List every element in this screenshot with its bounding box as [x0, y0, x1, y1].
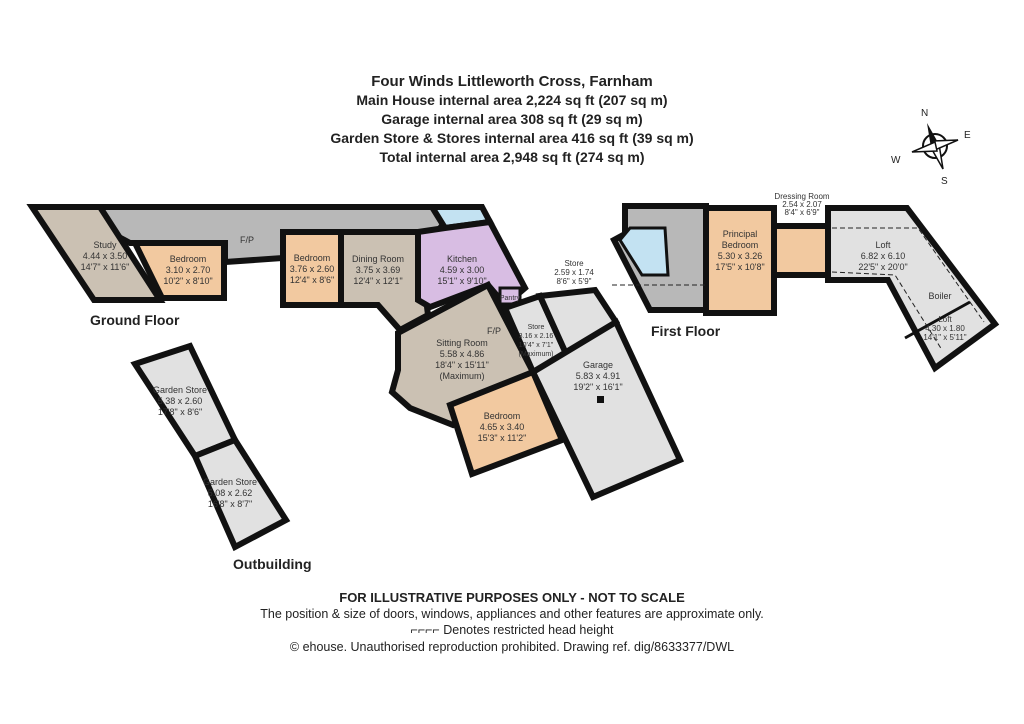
- dining-label: Dining Room: [352, 254, 404, 264]
- bedroom1-metric: 3.10 x 2.70: [166, 265, 211, 275]
- legend: ⌐⌐⌐⌐ Denotes restricted head height: [0, 623, 1024, 637]
- plan-title: Four Winds Littleworth Cross, Farnham: [371, 73, 653, 90]
- bedroom2-imperial: 12'4" x 8'6": [290, 275, 334, 285]
- garage-imperial: 19'2" x 16'1": [573, 382, 622, 392]
- principal-label-2: Bedroom: [722, 240, 759, 250]
- compass-icon: N E S W: [891, 108, 971, 187]
- store-small-note: (Maximum): [519, 351, 554, 358]
- study-label: Study: [93, 240, 117, 250]
- copyright: © ehouse. Unauthorised reproduction proh…: [289, 640, 735, 654]
- principal-imperial: 17'5" x 10'8": [715, 262, 764, 272]
- principal-metric: 5.30 x 3.26: [718, 251, 763, 261]
- garden-store1-metric: 5.38 x 2.60: [158, 396, 203, 406]
- legend-text: Denotes restricted head height: [443, 623, 614, 637]
- boiler-label: Boiler: [928, 291, 951, 301]
- bedroom3-label: Bedroom: [484, 411, 521, 421]
- kitchen-label: Kitchen: [447, 254, 477, 264]
- garage-area: Garage internal area 308 sq ft (29 sq m): [381, 111, 643, 127]
- disclaimer: FOR ILLUSTRATIVE PURPOSES ONLY - NOT TO …: [339, 590, 685, 605]
- garden-store2-imperial: 16'8" x 8'7": [208, 499, 252, 509]
- fireplace-label: F/P: [240, 235, 254, 245]
- loft1-imperial: 22'5" x 20'0": [858, 262, 907, 272]
- dressing-metric: 2.54 x 2.07: [782, 200, 822, 209]
- total-area: Total internal area 2,948 sq ft (274 sq …: [379, 149, 645, 165]
- garden-store-2: [191, 436, 291, 552]
- compass-n: N: [921, 108, 928, 119]
- loft2-metric: 4.30 x 1.80: [925, 324, 965, 333]
- bedroom3-metric: 4.65 x 3.40: [480, 422, 525, 432]
- store-small-label: Store: [528, 324, 545, 331]
- compass-s: S: [941, 176, 948, 187]
- garden-store2-label: Garden Store: [203, 477, 257, 487]
- store-top-label: Store: [564, 259, 584, 268]
- restricted-height-symbol: ⌐⌐⌐⌐: [410, 623, 440, 637]
- sitting-imperial: 18'4" x 15'11": [435, 360, 489, 370]
- garage-drain-icon: [597, 396, 604, 403]
- garden-store2-metric: 5.08 x 2.62: [208, 488, 253, 498]
- kitchen-metric: 4.59 x 3.00: [440, 265, 485, 275]
- bedroom3-imperial: 15'3" x 11'2": [478, 433, 527, 443]
- store-small-metric: 3.16 x 2.16: [519, 333, 554, 340]
- compass-e: E: [964, 130, 971, 141]
- pantry-label: Pantry: [500, 295, 521, 302]
- room-bedroom-1: [130, 240, 227, 301]
- bedroom2-label: Bedroom: [294, 253, 331, 263]
- room-principal-bedroom: [703, 205, 777, 316]
- main-house-area: Main House internal area 2,224 sq ft (20…: [356, 92, 668, 108]
- bathroom: [618, 226, 670, 277]
- loft2-label: Loft: [938, 315, 952, 324]
- stores-area: Garden Store & Stores internal area 416 …: [330, 130, 694, 146]
- sitting-note: (Maximum): [440, 371, 485, 381]
- dressing-label: Dressing Room: [774, 192, 829, 201]
- garage-label: Garage: [583, 360, 613, 370]
- first-floor: Principal Bedroom 5.30 x 3.26 17'5" x 10…: [609, 192, 1000, 373]
- garden-store1-label: Garden Store: [153, 385, 207, 395]
- garden-store1-imperial: 17'8" x 8'6": [158, 407, 202, 417]
- sitting-fireplace-label: F/P: [487, 326, 501, 336]
- store-top-imperial: 8'6" x 5'9": [557, 277, 592, 286]
- room-loft: [825, 205, 1000, 373]
- first-floor-label: First Floor: [651, 323, 721, 339]
- study-imperial: 14'7" x 11'6": [81, 262, 130, 272]
- dining-metric: 3.75 x 3.69: [356, 265, 401, 275]
- study-metric: 4.44 x 3.50: [83, 251, 128, 261]
- ground-floor: Study 4.44 x 3.50 14'7" x 11'6" Bedroom …: [26, 204, 685, 501]
- bedroom2-metric: 3.76 x 2.60: [290, 264, 335, 274]
- room-dressing: [771, 223, 833, 278]
- sitting-label: Sitting Room: [436, 338, 488, 348]
- store-top-metric: 2.59 x 1.74: [554, 268, 594, 277]
- principal-label: Principal: [723, 229, 758, 239]
- outbuilding: Garden Store 5.38 x 2.60 17'8" x 8'6" Ga…: [130, 342, 312, 572]
- room-bedroom-3: [446, 368, 566, 478]
- compass-w: W: [891, 155, 901, 166]
- approximate-note: The position & size of doors, windows, a…: [260, 607, 764, 621]
- store-small-imperial: 10'4" x 7'1": [519, 342, 554, 349]
- kitchen-imperial: 15'1" x 9'10": [437, 276, 486, 286]
- room-garage: [529, 317, 685, 501]
- bedroom1-imperial: 10'2" x 8'10": [163, 276, 212, 286]
- outbuilding-label: Outbuilding: [233, 556, 312, 572]
- loft1-metric: 6.82 x 6.10: [861, 251, 906, 261]
- loft1-label: Loft: [875, 240, 891, 250]
- bedroom1-label: Bedroom: [170, 254, 207, 264]
- dining-imperial: 12'4" x 12'1": [353, 276, 402, 286]
- sitting-metric: 5.58 x 4.86: [440, 349, 485, 359]
- dressing-imperial: 8'4" x 6'9": [785, 208, 820, 217]
- loft2-imperial: 14'1" x 5'11": [923, 333, 966, 342]
- garage-metric: 5.83 x 4.91: [576, 371, 621, 381]
- ground-floor-label: Ground Floor: [90, 312, 180, 328]
